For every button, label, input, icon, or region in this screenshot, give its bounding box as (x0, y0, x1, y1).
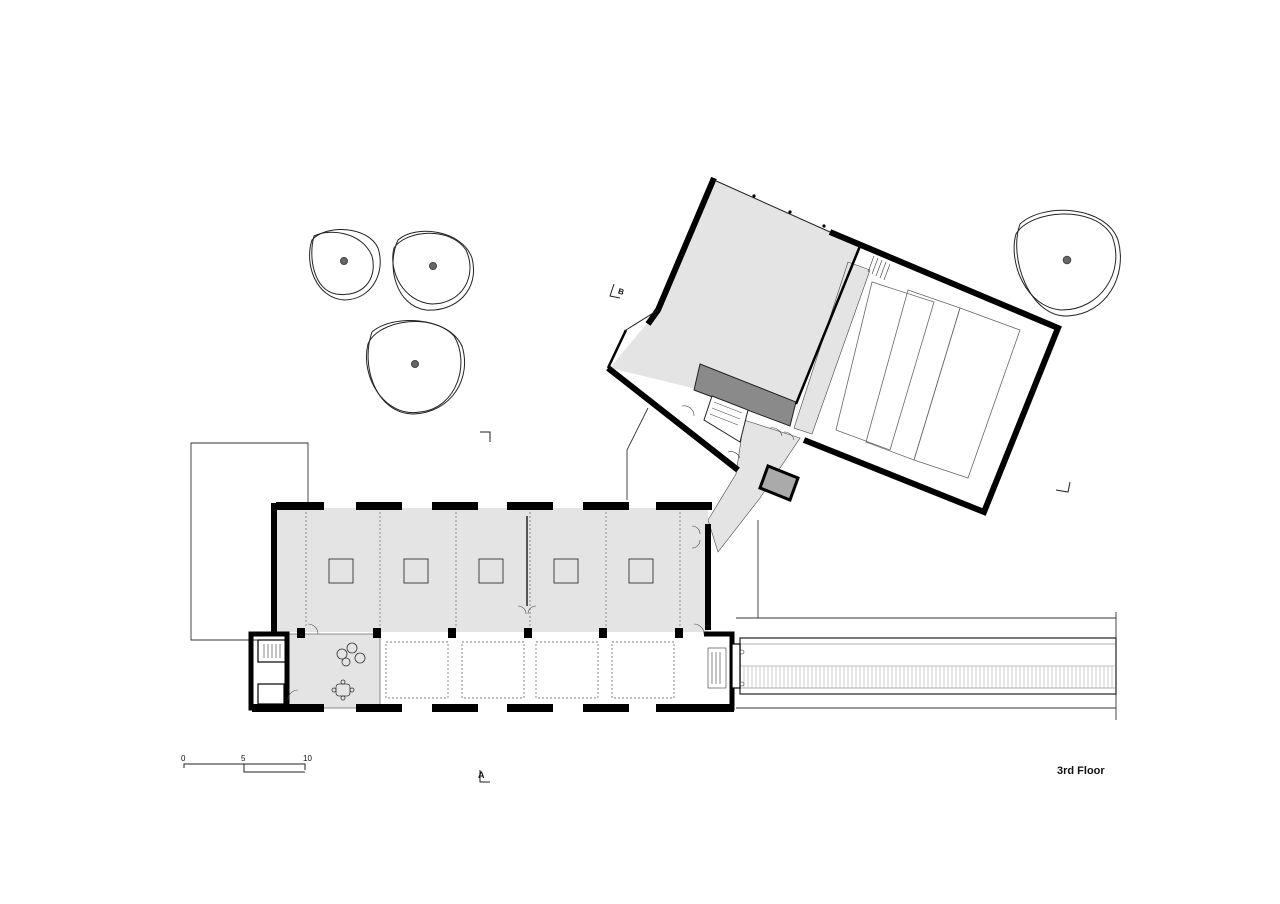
scale-tick-5: 5 (241, 754, 246, 763)
west-service-block (248, 631, 290, 711)
south-pier (583, 704, 629, 712)
bridge-walkway (739, 637, 1117, 695)
north-wing-floor (276, 508, 708, 632)
interior-column (524, 628, 532, 638)
interior-column (675, 628, 683, 638)
trees (309, 209, 1121, 415)
south-pier (432, 704, 478, 712)
annex-outline-west (190, 442, 309, 641)
section-mark-a-label: A (478, 770, 485, 780)
north-pier (356, 502, 402, 510)
section-mark-b (609, 283, 621, 299)
rotated-hall-left (610, 180, 860, 412)
section-mark-b-end (1055, 481, 1071, 493)
stair-core (693, 363, 797, 427)
section-mark-b-label: B (617, 287, 625, 297)
skylight (328, 558, 354, 584)
rotated-wall-south (606, 365, 740, 473)
tree-1 (309, 229, 381, 301)
south-room (535, 641, 599, 699)
rotated-wall-east (802, 229, 1062, 516)
drawing-title: 3rd Floor (1057, 765, 1105, 777)
south-pier (252, 704, 324, 712)
rotated-hall-right (792, 246, 1058, 512)
tree-3 (366, 320, 466, 415)
north-pier (656, 502, 712, 510)
north-pier (276, 502, 324, 510)
main-building (248, 502, 745, 712)
interior-column (373, 628, 381, 638)
rotated-corridor (793, 261, 871, 435)
skylight (478, 558, 504, 584)
south-room (385, 641, 449, 699)
interior-column (599, 628, 607, 638)
connector-corridor (707, 419, 801, 553)
section-mark-a-top (480, 431, 491, 442)
path-outline (626, 407, 649, 500)
interior-column (448, 628, 456, 638)
scale-tick-0: 0 (181, 754, 186, 763)
skylight (553, 558, 579, 584)
annex-building-rotated (606, 176, 1062, 553)
south-room (461, 641, 525, 699)
tree-4 (1013, 209, 1121, 317)
south-room (611, 641, 675, 699)
south-pier (656, 704, 734, 712)
north-pier (432, 502, 478, 510)
section-mark-a (479, 770, 490, 783)
south-pier (507, 704, 553, 712)
north-pier (583, 502, 629, 510)
north-pier (507, 502, 553, 510)
south-pier (356, 704, 402, 712)
site-outlines (190, 407, 1117, 720)
scale-bar (183, 763, 306, 773)
skylight (403, 558, 429, 584)
interior-column (297, 628, 305, 638)
tree-2 (392, 230, 474, 311)
scale-tick-10: 10 (303, 754, 312, 763)
skylight (628, 558, 654, 584)
